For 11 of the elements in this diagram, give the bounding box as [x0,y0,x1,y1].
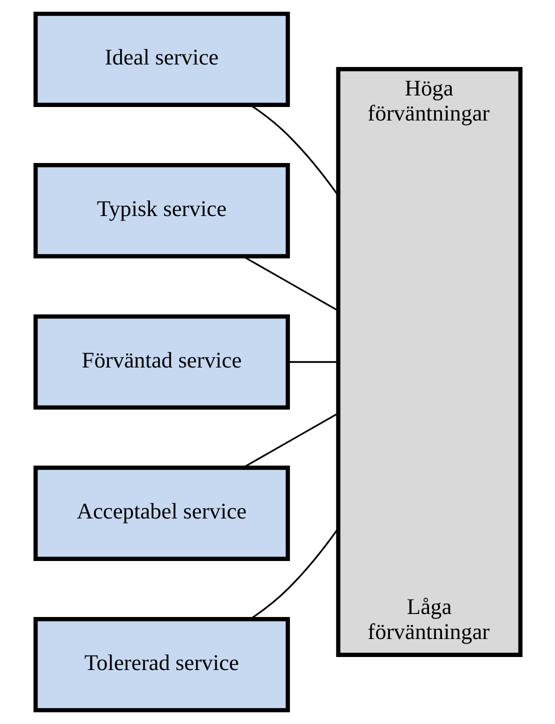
connector [250,528,338,620]
node-box: Typisk service [33,163,290,258]
node-box: Acceptabel service [33,466,290,561]
node-box: Ideal service [33,12,290,107]
node-box: Förväntad service [33,314,290,410]
node-box: Höga förväntningar Låga förväntningar [336,67,522,657]
connector [250,104,338,196]
node-box: Tolererad service [33,617,290,712]
connector [242,256,338,312]
connector [288,361,338,363]
connector [242,412,338,468]
